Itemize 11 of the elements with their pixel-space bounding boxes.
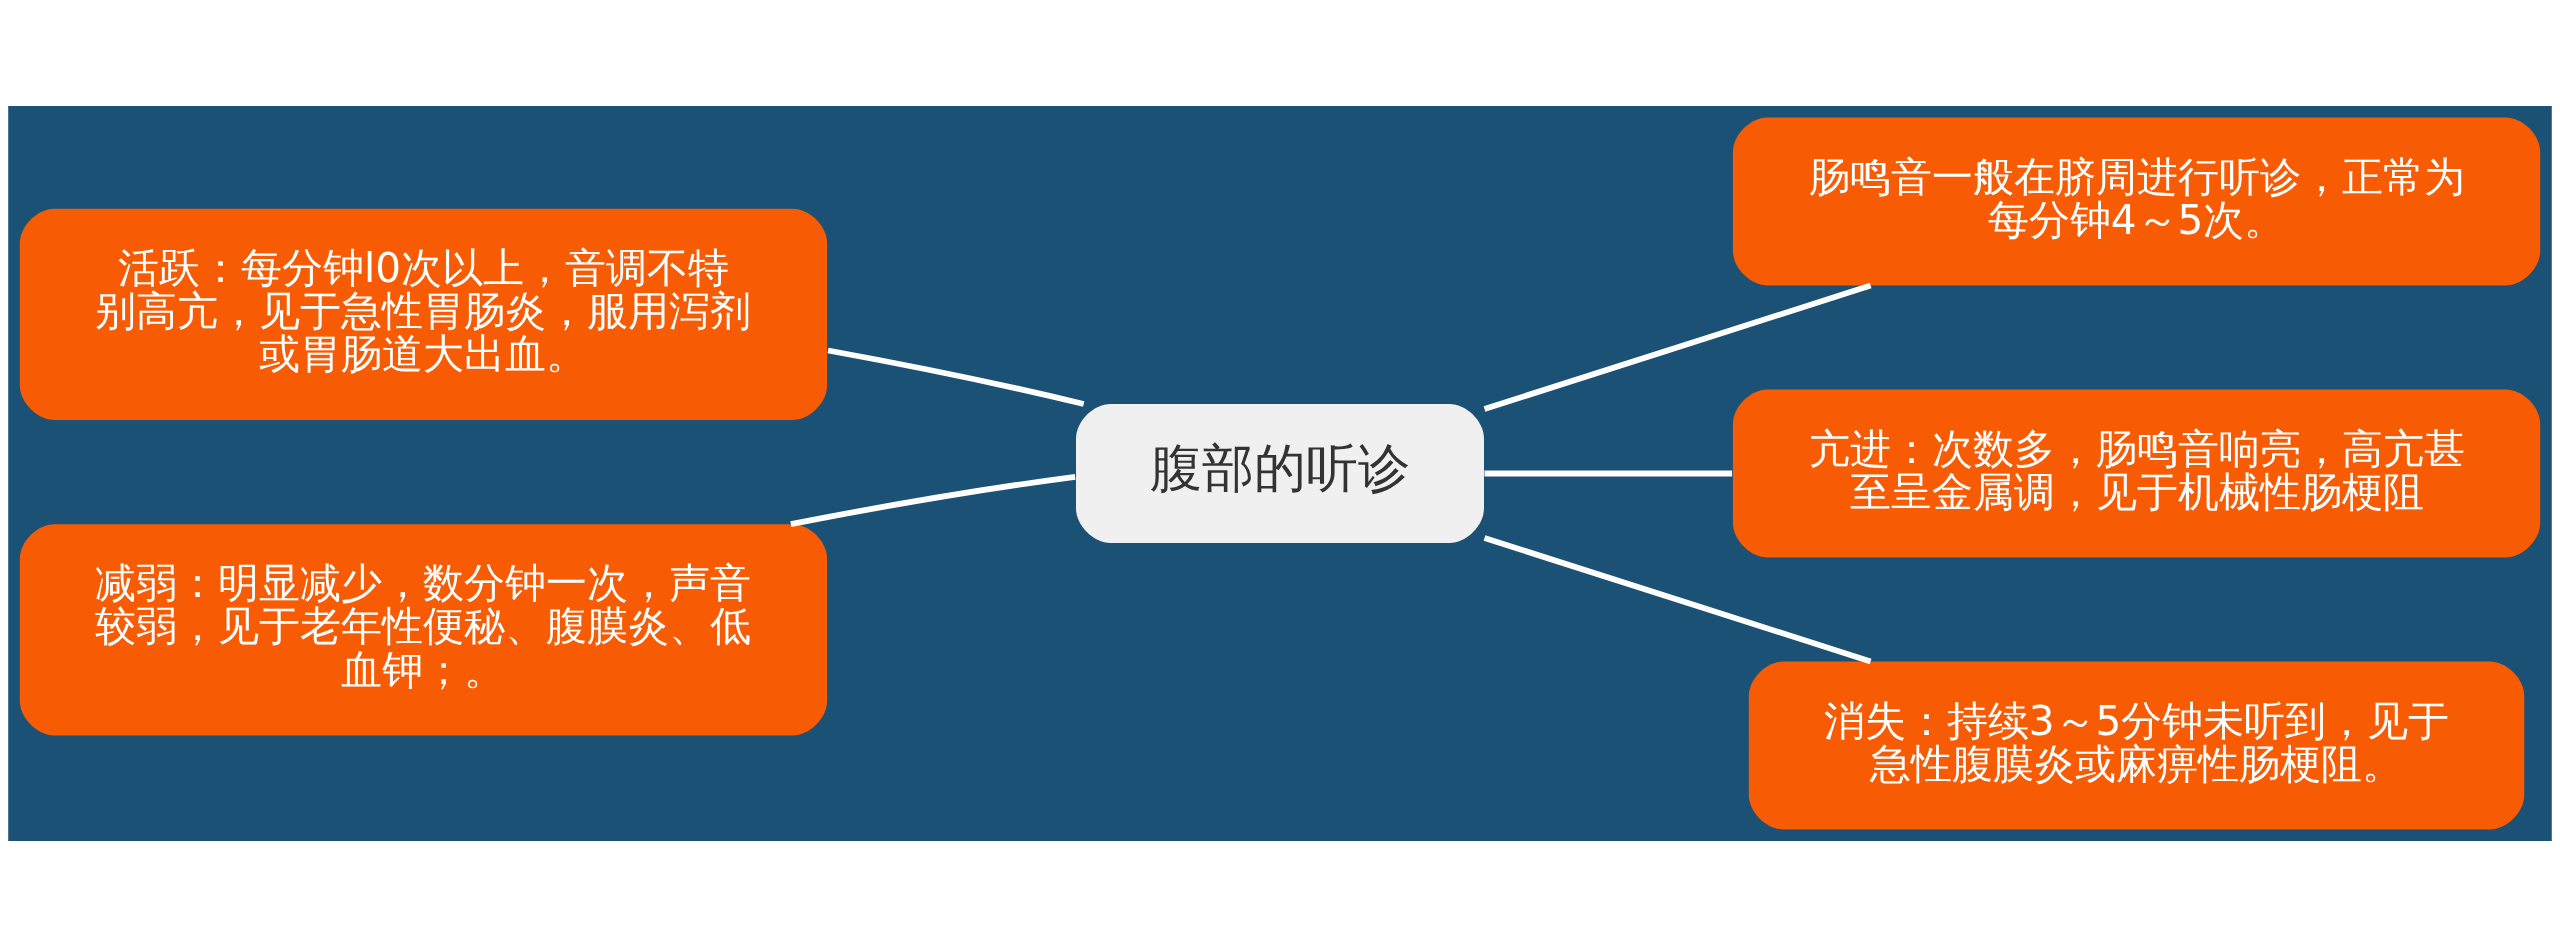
connector [1484,470,1733,476]
connector [1483,282,1872,412]
connector [1483,534,1872,664]
node-box: 肠鸣音一般在脐周进行听诊，正常为每分钟4～5次。 [1732,117,2541,285]
connector [790,473,1076,527]
node-box: 亢进：次数多，肠鸣音响亮，高亢甚至呈金属调，见于机械性肠梗阻 [1732,389,2541,557]
node-box: 活跃：每分钟l0次以上，音调不特别高亢，见于急性胃肠炎，服用泻剂或胃肠道大出血。 [19,208,828,420]
node-box: 减弱：明显减少，数分钟一次，声音较弱，见于老年性便秘、腹膜炎、低血钾；。 [19,523,828,735]
node-box: 腹部的听诊 [1076,403,1484,543]
node-box: 消失：持续3～5分钟未听到，见于急性腹膜炎或麻痹性肠梗阻。 [1748,661,2525,829]
connector [827,347,1085,407]
